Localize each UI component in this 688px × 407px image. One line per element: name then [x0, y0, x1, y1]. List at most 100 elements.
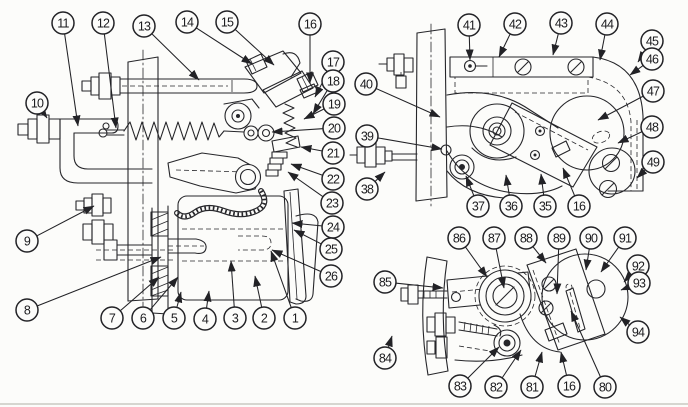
balloon-number: 89	[553, 231, 566, 245]
balloon-circle	[51, 11, 75, 35]
callout-41-upper-right-view: 41	[457, 13, 481, 61]
leader-line	[551, 34, 560, 56]
callout-14-left-view: 14	[175, 10, 253, 65]
callout-49-upper-right-view: 49	[636, 150, 665, 179]
mounting-panel	[127, 49, 159, 307]
callout-43-upper-right-view: 43	[549, 11, 573, 56]
callout-23-left-view: 23	[287, 171, 344, 215]
callout-2-left-view: 2	[252, 275, 276, 330]
balloon-circle	[520, 375, 544, 399]
contact-spring-stack	[265, 103, 301, 177]
leader-line	[583, 249, 592, 271]
balloon-number: 24	[327, 220, 340, 234]
callout-26-left-view: 26	[271, 249, 343, 288]
callout-16-lower-right-view: 16	[557, 351, 581, 398]
balloon-number: 45	[646, 34, 659, 48]
balloon-number: 40	[360, 77, 373, 91]
leader-line	[271, 127, 323, 136]
balloon-number: 42	[509, 17, 522, 31]
balloon-number: 82	[490, 380, 503, 394]
balloon-circle	[355, 177, 379, 201]
balloon-circle	[321, 167, 345, 191]
callout-35-upper-right-view: 35	[533, 173, 557, 218]
leader-line	[623, 271, 634, 283]
panel-bolts	[349, 53, 418, 168]
callout-90-lower-right-view: 90	[579, 226, 603, 271]
balloon-number: 11	[57, 16, 69, 30]
leader-line	[534, 351, 543, 377]
callout-81-lower-right-view: 81	[520, 351, 544, 399]
balloon-circle	[640, 115, 664, 139]
view-left-side-elevation	[17, 49, 319, 315]
leader-line	[64, 34, 81, 127]
balloon-circle	[298, 12, 322, 36]
callout-38-upper-right-view: 38	[355, 171, 386, 201]
leader-line	[465, 175, 475, 196]
leader-line	[597, 95, 644, 121]
leader-line	[151, 33, 200, 81]
callout-93-lower-right-view: 93	[620, 271, 651, 295]
lower-mounting-hardware	[75, 193, 207, 261]
balloon-circle	[557, 374, 581, 398]
balloon-circle	[447, 226, 471, 250]
leader-line	[312, 90, 328, 115]
callout-20-left-view: 20	[271, 116, 346, 140]
leader-line	[503, 174, 512, 195]
balloon-circle	[223, 306, 247, 330]
balloon-number: 10	[31, 96, 44, 110]
balloon-number: 22	[327, 172, 340, 186]
leader-line	[636, 167, 648, 179]
balloon-number: 2	[261, 311, 268, 325]
callout-86-lower-right-view: 86	[447, 226, 488, 278]
callout-88-lower-right-view: 88	[514, 226, 547, 264]
balloon-circle	[373, 346, 397, 370]
callout-12-left-view: 12	[91, 11, 119, 129]
balloon-circle	[322, 116, 346, 140]
drum-disc	[549, 95, 625, 171]
callout-87-lower-right-view: 87	[482, 226, 506, 289]
callout-47-upper-right-view: 47	[597, 79, 665, 121]
balloon-number: 43	[555, 16, 568, 30]
callout-4-left-view: 4	[193, 290, 217, 331]
leader-line	[532, 246, 547, 264]
leader-line	[291, 220, 322, 229]
callout-91-lower-right-view: 91	[600, 226, 637, 273]
balloon-circle	[322, 92, 346, 116]
balloon-number: 80	[599, 380, 612, 394]
balloon-number: 47	[647, 84, 660, 98]
balloon-number: 39	[361, 129, 374, 143]
kickout-spring	[98, 121, 245, 141]
balloon-number: 9	[24, 234, 31, 248]
balloon-number: 88	[520, 231, 533, 245]
leader-line	[203, 290, 212, 308]
callout-13-left-view: 13	[132, 14, 200, 81]
callout-10-left-view: 10	[25, 91, 49, 119]
balloon-circle	[503, 12, 527, 36]
leader-line	[629, 65, 644, 76]
callout-8-left-view: 8	[15, 256, 162, 322]
callout-15-left-view: 15	[215, 10, 275, 66]
leader-line	[37, 107, 48, 119]
balloon-number: 85	[379, 275, 392, 289]
balloon-circle	[448, 374, 472, 398]
balloon-circle	[25, 91, 49, 115]
stationary-contact-assembly	[244, 50, 319, 108]
leader-line	[385, 335, 393, 348]
balloon-number: 3	[232, 311, 239, 325]
balloon-circle	[466, 194, 490, 218]
callout-19-left-view: 19	[303, 92, 346, 120]
balloon-circle	[15, 229, 39, 253]
callout-80-lower-right-view: 80	[570, 310, 617, 399]
balloon-number: 16	[304, 17, 317, 31]
balloon-number: 18	[327, 74, 340, 88]
callout-39-upper-right-view: 39	[355, 124, 443, 152]
leader-line	[559, 351, 568, 375]
balloon-number: 38	[361, 182, 374, 196]
balloon-number: 91	[619, 231, 632, 245]
leader-line	[570, 310, 601, 377]
callout-46-upper-right-view: 46	[629, 47, 664, 76]
balloon-circle	[641, 79, 665, 103]
balloon-circle	[283, 306, 307, 330]
leader-line	[253, 275, 263, 307]
